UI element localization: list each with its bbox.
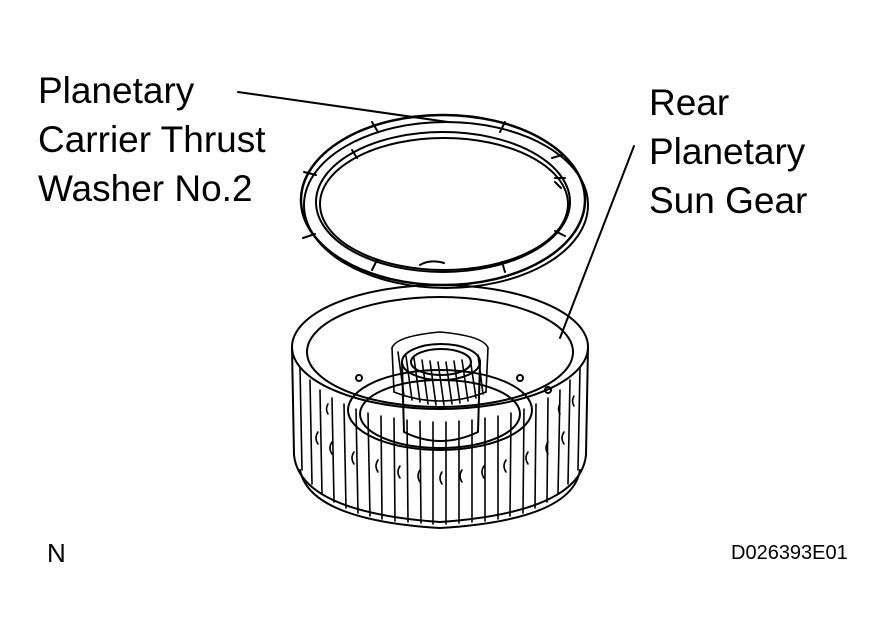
thrust-washer-label-line3: Washer No.2 <box>38 168 253 209</box>
figure-id: D026393E01 <box>731 542 848 564</box>
thrust-washer <box>299 113 589 289</box>
sun-gear-label-line1: Rear <box>649 82 730 123</box>
view-code: N <box>47 538 66 568</box>
thrust-washer-label-line1: Planetary <box>38 70 195 111</box>
thrust-washer-label-line2: Carrier Thrust <box>38 119 266 160</box>
sun-gear-drum <box>291 284 589 529</box>
sun-gear-label-line3: Sun Gear <box>649 180 808 221</box>
washer-leader-line <box>237 91 449 123</box>
sun-gear-leader-line <box>559 145 635 339</box>
sun-gear-label-line2: Planetary <box>649 131 806 172</box>
